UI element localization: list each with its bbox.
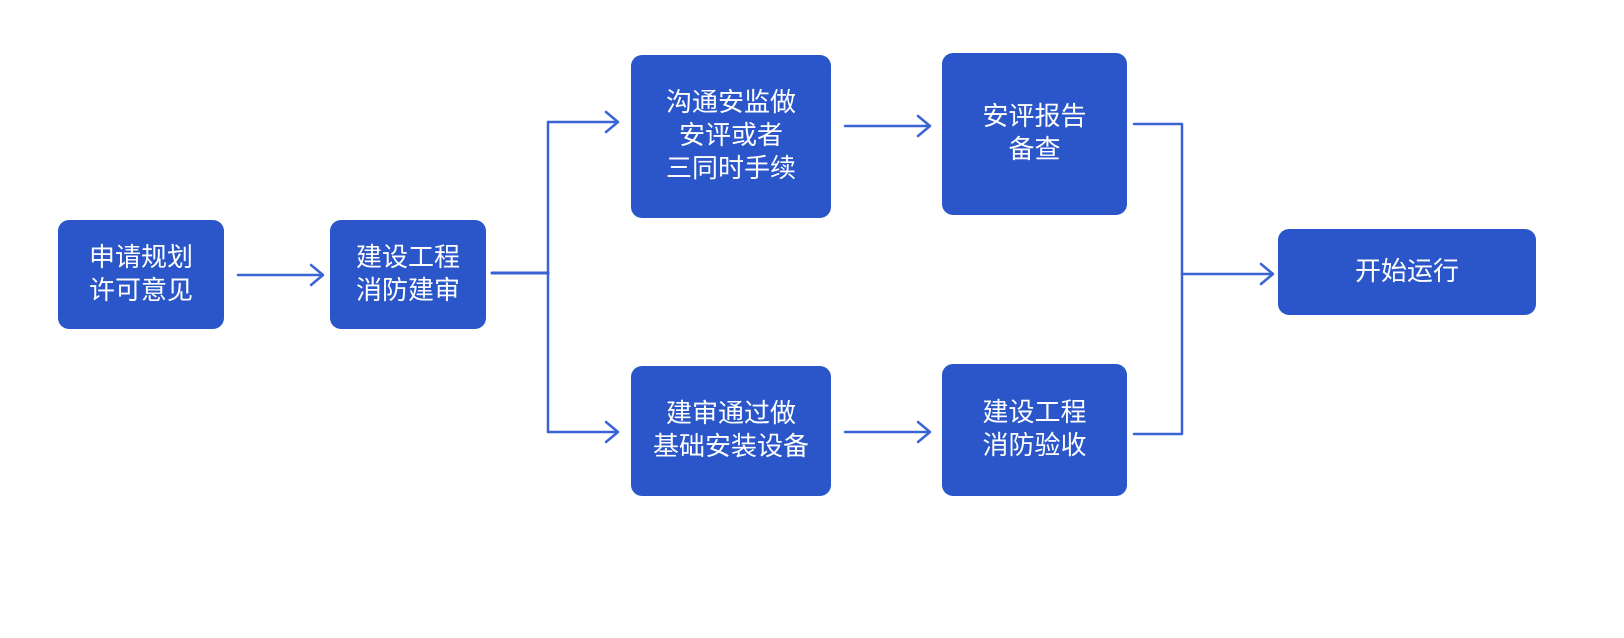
node-safety-report-filing-text: 安评报告 备查: [982, 101, 1086, 167]
arrowhead-split-n3: [604, 110, 620, 134]
node-line: 基础安装设备: [652, 432, 809, 462]
node-line: 备查: [1008, 135, 1061, 165]
arrowhead-n3-n5: [916, 114, 932, 138]
node-line: 申请规划: [88, 242, 193, 273]
arrowhead-n1-n2: [309, 263, 325, 287]
node-line: 沟通安监做: [665, 88, 796, 118]
node-line: 建设工程: [982, 398, 1087, 428]
node-line: 消防建审: [355, 275, 460, 306]
node-line: 安评报告: [982, 102, 1087, 132]
node-line: 消防验收: [982, 431, 1087, 461]
node-start-operation-text: 开始运行: [1355, 256, 1459, 289]
node-line: 建设工程: [355, 242, 460, 273]
node-line: 安评或者: [678, 121, 783, 151]
arrowhead-n4-n6: [916, 420, 932, 444]
connector-n5-merge: [1132, 122, 1184, 436]
arrowhead-split-n4: [604, 420, 620, 444]
arrowhead-merge-n7: [1259, 262, 1275, 286]
node-foundation-installation: 建审通过做 基础安装设备: [631, 366, 831, 496]
node-apply-planning-permit: 申请规划 许可意见: [58, 220, 224, 329]
node-fire-acceptance-text: 建设工程 消防验收: [982, 397, 1086, 463]
node-fire-design-review-text: 建设工程 消防建审: [356, 242, 460, 308]
node-line: 建审通过做: [665, 399, 796, 429]
node-foundation-installation-text: 建审通过做 基础安装设备: [653, 398, 809, 464]
node-line: 许可意见: [88, 275, 193, 306]
node-safety-evaluation: 沟通安监做 安评或者 三同时手续: [631, 55, 831, 218]
node-line: 三同时手续: [665, 154, 796, 184]
node-start-operation: 开始运行: [1278, 229, 1536, 315]
node-apply-planning-permit-text: 申请规划 许可意见: [89, 242, 193, 308]
node-fire-acceptance: 建设工程 消防验收: [942, 364, 1127, 496]
node-safety-evaluation-text: 沟通安监做 安评或者 三同时手续: [666, 87, 796, 186]
node-fire-design-review: 建设工程 消防建审: [330, 220, 486, 329]
node-safety-report-filing: 安评报告 备查: [942, 53, 1127, 215]
node-line: 开始运行: [1354, 256, 1459, 287]
